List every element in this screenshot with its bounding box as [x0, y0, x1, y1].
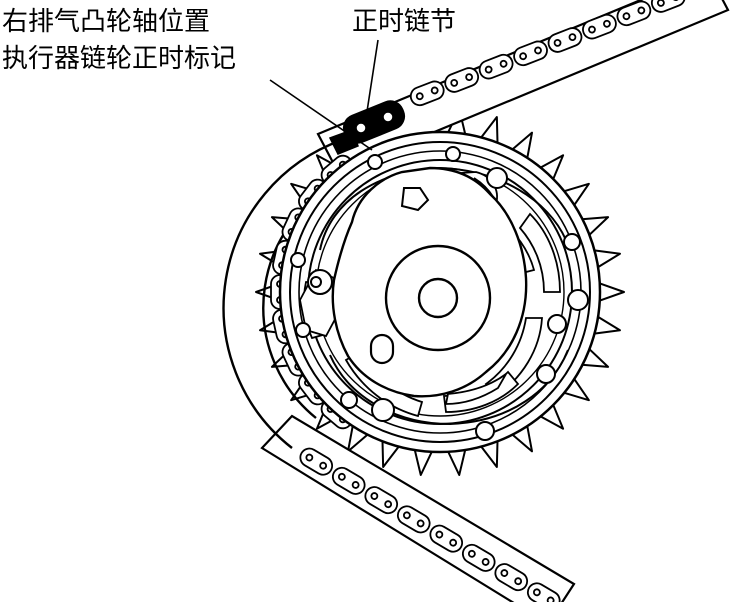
- chain-link: [616, 0, 652, 27]
- chain-link: [299, 447, 334, 476]
- chain-link: [429, 524, 464, 553]
- timing-chain-link-marked: [342, 100, 406, 144]
- chain-link: [364, 486, 399, 515]
- leader-line-cam-mark: [269, 79, 373, 151]
- label-cam-mark-line1: 右排气凸轮轴位置: [2, 7, 211, 37]
- chain-link: [513, 40, 548, 67]
- chain-link: [582, 13, 617, 40]
- rotor-pins: [290, 146, 589, 441]
- chain-link: [650, 0, 686, 13]
- timing-chain-upper-run: [316, 0, 730, 174]
- chain-link: [461, 543, 496, 572]
- chain-link: [331, 466, 366, 495]
- label-cam-mark-line2: 执行器链轮正时标记: [2, 44, 237, 74]
- leader-lines: [269, 39, 379, 151]
- chain-link: [444, 67, 480, 93]
- chain-link: [396, 505, 431, 534]
- timing-chain-lower-run: [260, 414, 576, 602]
- chain-link: [547, 27, 583, 53]
- chain-link: [478, 53, 514, 80]
- leader-line-chain-link: [365, 39, 379, 119]
- chain-link: [494, 563, 529, 592]
- chain-link: [409, 80, 445, 107]
- sprocket-tooth: [596, 281, 625, 303]
- rotor-hub: [331, 166, 528, 405]
- label-timing-chain-link: 正时链节: [352, 7, 457, 37]
